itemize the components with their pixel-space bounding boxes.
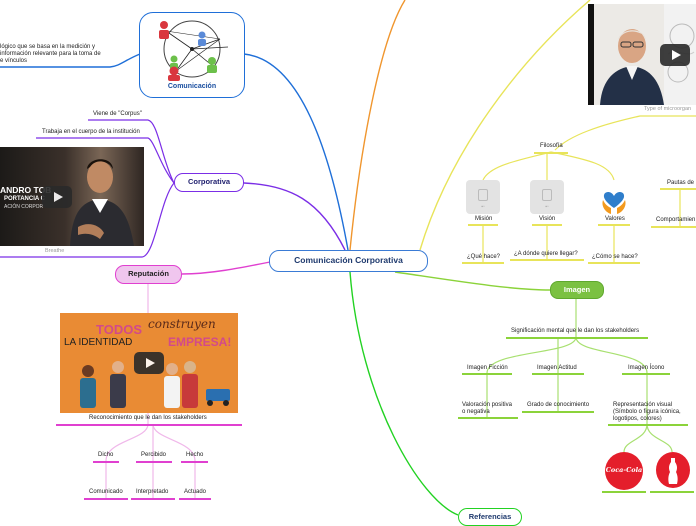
vision-label: Visión (539, 216, 556, 222)
central-topic-label: Comunicación Corporativa (294, 255, 403, 265)
reputacion-child-comunicado: Comunicado (89, 489, 123, 495)
imagen-icono-desc-3: logotipos, colores) (613, 416, 662, 422)
imagen-actitud-desc: Grado de conocimiento (527, 402, 590, 408)
filosofia-label: Filosofía (540, 143, 563, 149)
imagen-ficcion-desc-2: o negativa (462, 409, 490, 415)
comunicacion-note-line-2: información relevante para la toma de (0, 51, 101, 57)
reputacion-video[interactable]: TODOS construyen LA IDENTIDAD EMPRESA! (60, 313, 238, 413)
valores-label: Valores (605, 216, 625, 222)
central-topic[interactable]: Comunicación Corporativa (269, 250, 428, 272)
reputacion-child-actuado: Actuado (184, 489, 207, 495)
imagen-ficcion-desc-1: Valoración positiva (462, 402, 512, 408)
video-overlay-line-2: PORTANCIA C (4, 196, 45, 202)
mision-label: Misión (475, 216, 493, 222)
corporativa-video[interactable]: ANDRO TOB PORTANCIA C ACIÓN CORPOR (0, 147, 144, 246)
reputacion-branch-hecho: Hecho (186, 452, 204, 458)
valores-question: ¿Cómo se hace? (592, 254, 638, 260)
people-illustration (80, 361, 230, 408)
reputacion-caption: Reconocimiento que le dan los stakeholde… (89, 415, 207, 421)
network-people-icon (159, 20, 229, 81)
corporativa-child-corpus: Viene de "Corpus" (93, 111, 142, 117)
imagen-label: Imagen (563, 285, 591, 294)
coca-cola-logo: Coca-Cola (605, 452, 643, 490)
filosofia-video-caption: Type of microorgan (644, 106, 692, 112)
imagen-icono-label: Imagen Ícono (628, 365, 665, 371)
reputacion-label: Reputación (128, 269, 169, 278)
video-word-identidad: LA IDENTIDAD (64, 337, 133, 348)
corporativa-node[interactable]: Corporativa (174, 173, 244, 192)
imagen-ficcion-label: Imagen Ficción (467, 365, 508, 371)
filosofia-video[interactable] (588, 4, 696, 105)
play-icon[interactable] (42, 186, 72, 208)
imagen-icono-desc-2: (Símbolo o figura icónica, (613, 409, 681, 415)
reputacion-node[interactable]: Reputación (115, 265, 182, 284)
referencias-label: Referencias (468, 512, 512, 521)
play-icon[interactable] (134, 352, 164, 374)
vision-question: ¿A dónde quiere llegar? (514, 251, 578, 257)
video-word-empresa: EMPRESA! (168, 335, 232, 349)
imagen-icono-desc-1: Representación visual (613, 402, 673, 408)
comunicacion-node[interactable]: Comunicación (139, 12, 245, 98)
comunicacion-label: Comunicación (167, 83, 217, 90)
imagen-actitud-label: Imagen Actitud (537, 365, 577, 371)
video-overlay-line-1: ANDRO TOB (0, 185, 52, 195)
comunicacion-note-line-1: lógico que se basa en la medición y (0, 44, 96, 50)
mision-question: ¿Qué hace? (467, 254, 501, 260)
video-word-construyen: construyen (148, 317, 216, 331)
vision-image-placeholder: ▪▫ (530, 180, 564, 214)
video-word-todos: TODOS (96, 322, 142, 337)
bottle-icon (668, 458, 678, 484)
reputacion-caption-underline (56, 424, 242, 426)
reputacion-child-interpretado: Interpretado (136, 489, 169, 495)
imagen-node[interactable]: Imagen (550, 281, 604, 299)
corporativa-child-cuerpo: Trabaja en el cuerpo de la institución (42, 129, 140, 135)
lecturer-figure (594, 4, 664, 105)
mision-image-placeholder: ▪▫ (466, 180, 500, 214)
reputacion-branch-dicho: Dicho (98, 452, 114, 458)
corporativa-video-caption: Breathe (45, 248, 65, 254)
hands-heart-icon (602, 191, 626, 214)
corporativa-label: Corporativa (187, 177, 231, 186)
video-overlay-line-3: ACIÓN CORPOR (4, 204, 44, 210)
reputacion-branch-percibido: Percibido (141, 452, 167, 458)
pautas-label: Pautas de (667, 180, 695, 186)
comportamiento-label: Comportamien (656, 217, 696, 223)
play-icon[interactable] (660, 44, 690, 66)
coca-cola-bottle-logo (656, 452, 690, 488)
speaker-figure (70, 159, 134, 246)
comunicacion-note-line-3: e vínculos (0, 58, 28, 64)
imagen-caption: Significación mental que le dan los stak… (511, 328, 640, 334)
referencias-node[interactable]: Referencias (458, 508, 522, 526)
